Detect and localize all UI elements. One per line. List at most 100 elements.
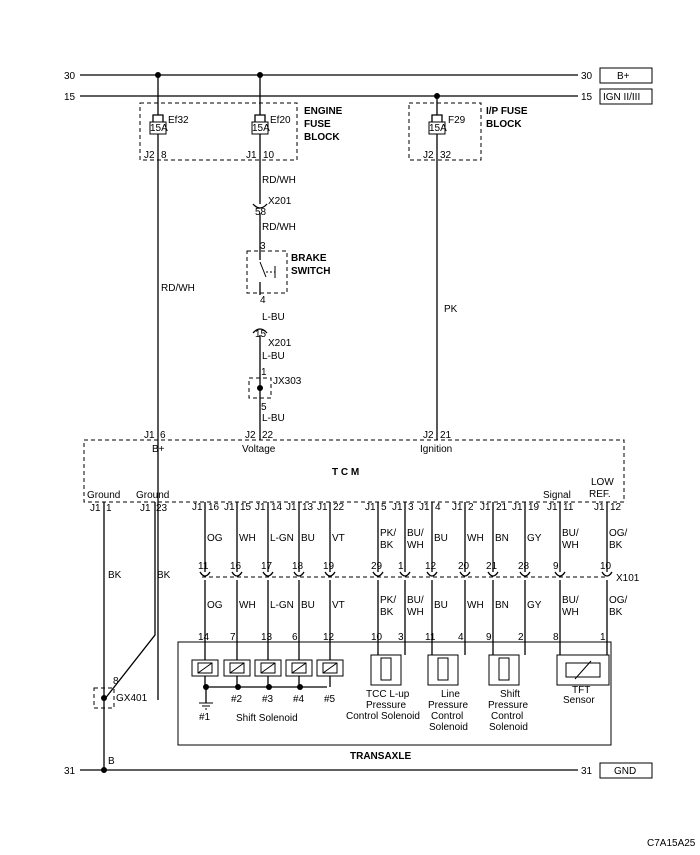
- svg-text:WH: WH: [562, 607, 579, 618]
- svg-text:L-GN: L-GN: [270, 600, 294, 611]
- svg-text:13: 13: [261, 632, 273, 643]
- ip-fuse-block: 15A F29 J2 32 I/P FUSE BLOCK PK: [408, 96, 528, 440]
- svg-text:Ignition: Ignition: [420, 444, 452, 455]
- shift-solenoid-2: [223, 659, 251, 687]
- svg-text:2: 2: [518, 632, 524, 643]
- svg-text:BU: BU: [434, 600, 448, 611]
- svg-text:15: 15: [581, 92, 593, 103]
- svg-text:FUSE: FUSE: [304, 119, 331, 130]
- svg-text:BRAKE: BRAKE: [291, 253, 327, 264]
- figure-id: C7A15A25: [647, 838, 696, 849]
- shift-solenoid-4: [285, 659, 313, 687]
- svg-text:1: 1: [261, 367, 267, 378]
- svg-text:9: 9: [486, 632, 492, 643]
- svg-text:PK: PK: [444, 304, 458, 315]
- svg-text:WH: WH: [467, 533, 484, 544]
- svg-text:J1: J1: [392, 502, 403, 513]
- svg-text:J1: J1: [192, 502, 203, 513]
- svg-text:Pressure: Pressure: [366, 700, 406, 711]
- svg-text:BK: BK: [108, 570, 122, 581]
- svg-text:Pressure: Pressure: [428, 700, 468, 711]
- b-plus-label: B+: [617, 71, 630, 82]
- svg-text:15A: 15A: [252, 123, 270, 134]
- svg-text:22: 22: [262, 430, 274, 441]
- svg-text:BK: BK: [609, 607, 623, 618]
- svg-text:RD/WH: RD/WH: [262, 222, 296, 233]
- shift-solenoids: [191, 659, 344, 687]
- svg-text:Control Solenoid: Control Solenoid: [346, 711, 420, 722]
- svg-text:WH: WH: [407, 540, 424, 551]
- svg-text:OG/: OG/: [609, 528, 628, 539]
- svg-text:21: 21: [440, 430, 452, 441]
- svg-text:Ground: Ground: [87, 490, 120, 501]
- shift-solenoid-3: [254, 659, 282, 687]
- svg-text:BU/: BU/: [407, 528, 424, 539]
- svg-text:SWITCH: SWITCH: [291, 266, 330, 277]
- svg-text:WH: WH: [562, 540, 579, 551]
- svg-text:3: 3: [398, 632, 404, 643]
- svg-text:J2: J2: [423, 430, 434, 441]
- svg-text:BU/: BU/: [407, 595, 424, 606]
- shift-solenoid-1: [191, 659, 219, 687]
- svg-text:L-BU: L-BU: [262, 351, 285, 362]
- svg-text:X201: X201: [268, 196, 292, 207]
- svg-text:J1: J1: [255, 502, 266, 513]
- svg-text:Solenoid: Solenoid: [429, 722, 468, 733]
- svg-text:2: 2: [468, 502, 474, 513]
- tcm-ground-wires: BK BK 8 GX401 B: [93, 502, 171, 770]
- svg-text:16: 16: [208, 502, 220, 513]
- svg-text:7: 7: [230, 632, 236, 643]
- svg-text:J1: J1: [317, 502, 328, 513]
- svg-text:19: 19: [323, 561, 335, 572]
- svg-text:VT: VT: [332, 533, 345, 544]
- svg-text:PK/: PK/: [380, 528, 396, 539]
- svg-text:21: 21: [486, 561, 498, 572]
- x101-connector: X101: [202, 573, 640, 584]
- svg-text:RD/WH: RD/WH: [161, 283, 195, 294]
- svg-text:PK/: PK/: [380, 595, 396, 606]
- shift-solenoid-label: Shift Solenoid: [236, 713, 298, 724]
- svg-text:WH: WH: [239, 600, 256, 611]
- svg-text:Sensor: Sensor: [563, 695, 595, 706]
- svg-text:19: 19: [528, 502, 540, 513]
- svg-text:X201: X201: [268, 338, 292, 349]
- svg-text:RD/WH: RD/WH: [262, 175, 296, 186]
- svg-text:BK: BK: [380, 607, 394, 618]
- tcm-module: J1 6 B+ J2 22 Voltage J2 21 Ignition T C…: [83, 430, 625, 514]
- svg-text:11: 11: [425, 632, 436, 643]
- svg-text:14: 14: [198, 632, 210, 643]
- svg-text:WH: WH: [239, 533, 256, 544]
- svg-text:12: 12: [323, 632, 335, 643]
- tcc-solenoid: TCC L-up Pressure Control Solenoid: [346, 654, 420, 722]
- svg-text:#3: #3: [262, 694, 274, 705]
- svg-text:#5: #5: [324, 694, 336, 705]
- svg-text:BU: BU: [301, 600, 315, 611]
- svg-text:9: 9: [553, 561, 559, 572]
- ground-rail: 31 31 GND: [64, 762, 653, 779]
- gnd-label: GND: [614, 766, 636, 777]
- tcm-title: T C M: [332, 467, 359, 478]
- svg-text:10: 10: [600, 561, 612, 572]
- svg-text:8: 8: [113, 676, 119, 687]
- svg-text:REF.: REF.: [589, 489, 611, 500]
- svg-text:OG: OG: [207, 533, 223, 544]
- svg-text:Ef20: Ef20: [270, 115, 291, 126]
- svg-text:OG: OG: [207, 600, 223, 611]
- svg-text:#2: #2: [231, 694, 243, 705]
- svg-text:GY: GY: [527, 533, 542, 544]
- shift-pressure-solenoid: Shift Pressure Control Solenoid: [488, 654, 528, 733]
- svg-text:GY: GY: [527, 600, 542, 611]
- svg-text:WH: WH: [407, 607, 424, 618]
- svg-text:J1: J1: [452, 502, 463, 513]
- svg-text:16: 16: [230, 561, 242, 572]
